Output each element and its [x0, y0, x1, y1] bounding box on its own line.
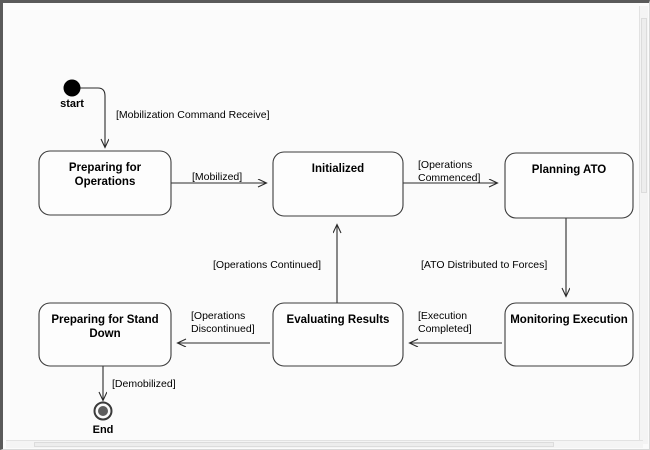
guard-text-execution-completed-line2: Completed]	[418, 323, 472, 335]
state-label-monitoring-execution-line1: Monitoring Execution	[510, 314, 628, 326]
guard-label-start-to-preparing: [Mobilization Command Receive]	[116, 109, 270, 121]
guard-text-mobilized: [Mobilized]	[192, 171, 242, 183]
state-initialized[interactable]: Initialized	[272, 151, 404, 217]
final-state-label: End	[93, 424, 114, 436]
initial-state-icon	[63, 79, 81, 97]
transition-start-to-preparing-for-operations[interactable]	[80, 87, 105, 147]
vertical-scrollbar[interactable]	[639, 6, 648, 444]
initial-state-node[interactable]: start	[60, 79, 84, 111]
guard-label-monitoring-to-evaluating: [Execution Completed]	[418, 310, 472, 335]
guard-text-mobilization-command-receive: [Mobilization Command Receive]	[116, 109, 270, 121]
guard-label-initialized-to-planning: [Operations Commenced]	[418, 159, 481, 184]
state-planning-ato[interactable]: Planning ATO	[504, 152, 634, 219]
guard-text-operations-discontinued-line2: Discontinued]	[191, 323, 255, 335]
guard-text-operations-discontinued-line1: [Operations	[191, 310, 245, 322]
guard-label-evaluating-to-stand-down: [Operations Discontinued]	[191, 310, 255, 335]
final-state-dot-icon	[98, 406, 108, 416]
guard-label-evaluating-to-initialized: [Operations Continued]	[213, 259, 321, 271]
guard-label-planning-to-monitoring: [ATO Distributed to Forces]	[421, 259, 547, 271]
guard-text-operations-continued: [Operations Continued]	[213, 259, 321, 271]
state-evaluating-results[interactable]: Evaluating Results	[272, 302, 404, 367]
state-monitoring-execution[interactable]: Monitoring Execution	[504, 302, 634, 367]
state-label-preparing-for-operations-line1: Preparing for	[69, 162, 142, 174]
state-label-preparing-for-stand-down-line1: Preparing for Stand	[51, 314, 158, 326]
final-state-node[interactable]: End	[93, 401, 114, 437]
state-label-preparing-for-stand-down-line2: Down	[89, 328, 120, 340]
final-state-ring-icon	[93, 401, 113, 421]
guard-text-operations-commenced-line2: Commenced]	[418, 172, 481, 184]
state-preparing-for-stand-down[interactable]: Preparing for Stand Down	[38, 302, 172, 367]
guard-text-operations-commenced-line1: [Operations	[418, 159, 472, 171]
state-label-preparing-for-operations-line2: Operations	[75, 176, 136, 188]
guard-text-execution-completed-line1: [Execution	[418, 310, 467, 322]
vertical-scrollbar-thumb[interactable]	[641, 18, 647, 193]
guard-text-ato-distributed-to-forces: [ATO Distributed to Forces]	[421, 259, 547, 271]
diagram-canvas[interactable]: Preparing for Operations Initialized Pla…	[6, 6, 640, 442]
state-label-evaluating-results-line1: Evaluating Results	[287, 314, 390, 326]
state-label-planning-ato-line1: Planning ATO	[532, 164, 607, 176]
guard-label-preparing-to-initialized: [Mobilized]	[192, 171, 242, 183]
state-machine-diagram: Preparing for Operations Initialized Pla…	[38, 79, 634, 437]
horizontal-scrollbar-thumb[interactable]	[34, 442, 554, 447]
state-preparing-for-operations[interactable]: Preparing for Operations	[38, 150, 172, 216]
guard-text-demobilized: [Demobilized]	[112, 378, 176, 390]
horizontal-scrollbar[interactable]	[6, 440, 643, 448]
state-label-initialized-line1: Initialized	[312, 163, 364, 175]
guard-label-stand-down-to-end: [Demobilized]	[112, 378, 176, 390]
initial-state-label: start	[60, 98, 84, 110]
